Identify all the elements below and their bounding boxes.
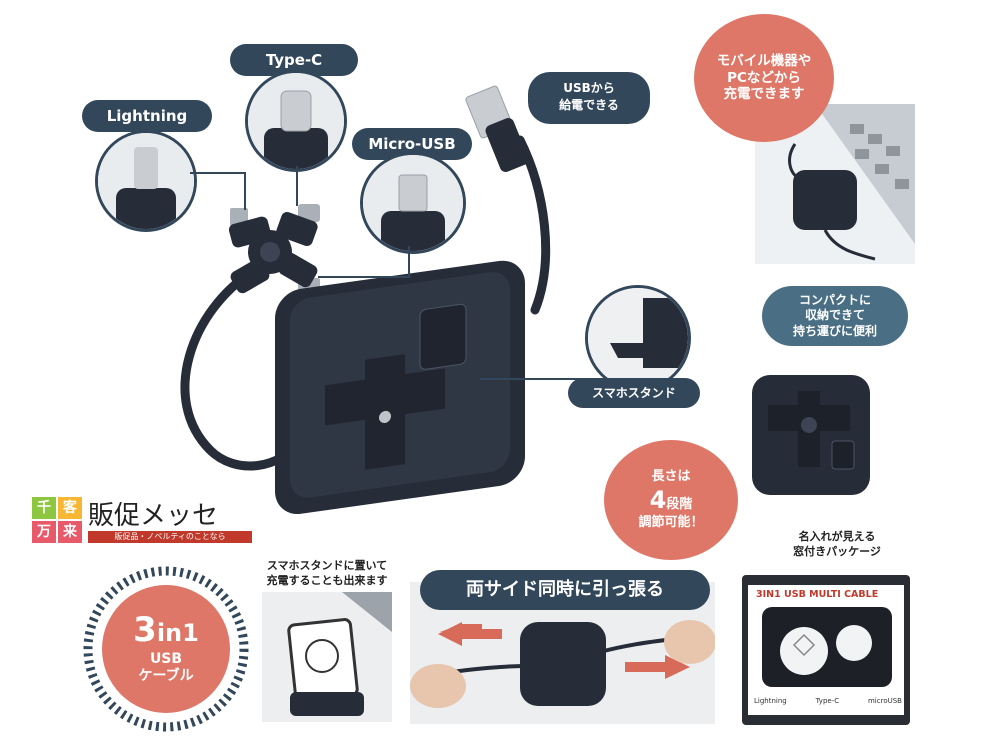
hansoku-messe-logo: 千 客 万 来 販促メッセ 販促品・ノベルティのことなら — [32, 497, 252, 547]
lightning-closeup — [95, 130, 197, 232]
package-feature-microusb: microUSB — [867, 697, 902, 705]
compact-device-photo — [748, 345, 878, 505]
package-feature-lightning: Lightning — [754, 697, 787, 705]
connector-hub — [228, 204, 320, 294]
typec-closeup — [245, 70, 347, 172]
package-box: 3IN1 USB MULTI CABLE Lightning Type-C mi… — [742, 575, 910, 725]
lightning-label: Lightning — [82, 100, 212, 132]
package-caption: 名入れが見える 窓付きパッケージ — [793, 530, 881, 558]
length-bubble: 長さは 4段階 調節可能！ — [604, 440, 738, 560]
stand-charge-caption: スマホスタンドに置いて 充電することも出来ます — [266, 559, 388, 587]
logo-tagline: 販促品・ノベルティのことなら — [88, 531, 252, 543]
microusb-closeup — [360, 152, 466, 254]
badge-ring — [83, 566, 249, 732]
cable-box — [275, 260, 525, 515]
cable-device-illustration — [180, 85, 551, 515]
stand-closeup — [585, 285, 691, 391]
logo-name: 販促メッセ — [88, 501, 219, 531]
package-feature-typec: Type-C — [815, 697, 840, 705]
usb-supply-label: USBから 給電できる — [528, 72, 650, 124]
laptop-photo — [755, 104, 915, 264]
pull-label: 両サイド同時に引っ張る — [420, 570, 710, 610]
three-in-one-badge: 3in1 USB ケーブル — [102, 585, 230, 713]
stand-label: スマホスタンド — [568, 378, 700, 408]
package-title: 3IN1 USB MULTI CABLE — [756, 589, 879, 600]
phone-stand-photo — [262, 592, 392, 722]
compact-bubble: コンパクトに 収納できて 持ち運びに便利 — [762, 286, 908, 346]
mobile-charge-bubble: モバイル機器や PCなどから 充電できます — [694, 14, 834, 142]
